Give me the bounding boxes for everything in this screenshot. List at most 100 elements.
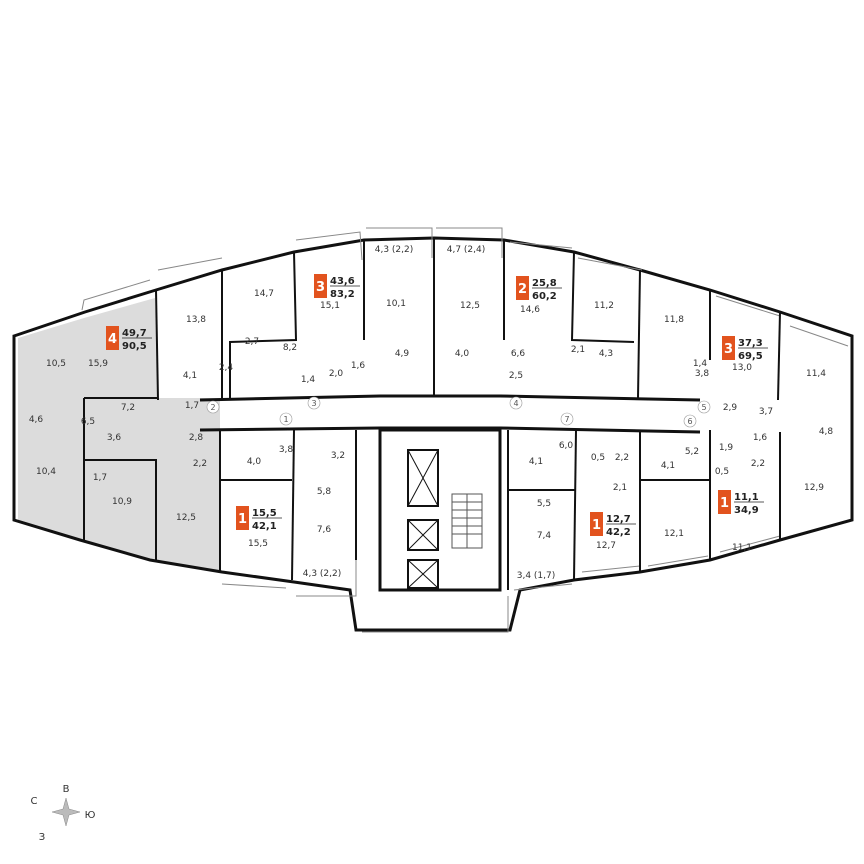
living-area: 37,3 — [738, 338, 763, 349]
total-area: 42,2 — [606, 527, 631, 538]
room-area-label: 1,4 — [693, 359, 708, 369]
living-area: 25,8 — [532, 278, 557, 289]
room-area-label: 2,4 — [219, 363, 234, 373]
room-count-box — [314, 274, 327, 298]
partitions — [83, 238, 781, 590]
living-area: 11,1 — [734, 492, 759, 503]
room-area-label: 3,8 — [279, 445, 294, 455]
room-area-label: 6,6 — [511, 349, 526, 359]
room-area-label: 4,1 — [183, 371, 197, 381]
room-area-label: 2,7 — [245, 337, 259, 347]
total-area: 60,2 — [532, 291, 557, 302]
room-area-label: 4,8 — [819, 427, 834, 437]
corridor-door-marker — [509, 396, 523, 410]
room-area-label: 7,4 — [537, 531, 552, 541]
room-area-label: 2,8 — [189, 433, 204, 443]
living-area: 49,7 — [122, 328, 147, 339]
room-area-label: 14,6 — [520, 305, 540, 315]
compass-north: С — [31, 796, 38, 807]
room-area-label: 3,7 — [759, 407, 773, 417]
room-area-label: 3,6 — [107, 433, 122, 443]
living-area: 12,7 — [606, 514, 631, 525]
apartment-4-highlight — [18, 298, 220, 572]
room-area-label: 4,1 — [661, 461, 675, 471]
elevator-3 — [407, 559, 439, 589]
corridor-door-marker — [697, 400, 711, 414]
apartment-badge-apt-1-mid[interactable]: 1 12,7 42,2 — [590, 512, 636, 538]
room-area-label: 11,4 — [806, 369, 826, 379]
room-area-label: 15,1 — [320, 301, 340, 311]
room-area-label: 12,5 — [176, 513, 196, 523]
room-area-label: 5,8 — [317, 487, 332, 497]
room-area-label: 6,5 — [81, 417, 95, 427]
room-area-label: 2,1 — [613, 483, 627, 493]
room-area-label: 10,4 — [36, 467, 56, 477]
room-count-box — [722, 336, 735, 360]
room-area-label: 0,5 — [591, 453, 605, 463]
room-area-label: 4,0 — [455, 349, 470, 359]
room-count: 1 — [720, 496, 729, 511]
room-area-label: 4,1 — [529, 457, 543, 467]
room-area-label: 6,0 — [559, 441, 574, 451]
room-area-label: 4,9 — [395, 349, 410, 359]
room-area-label: 1,9 — [719, 443, 734, 453]
compass-east: В — [63, 784, 70, 795]
corridor-door-number: 4 — [513, 399, 518, 408]
room-area-label: 2,5 — [509, 371, 523, 381]
room-area-label: 13,0 — [732, 363, 752, 373]
room-area-label: 12,9 — [804, 483, 824, 493]
apartment-badge-apt-3-right[interactable]: 3 37,3 69,5 — [722, 336, 768, 362]
compass-west: З — [39, 832, 45, 843]
room-area-label: 3,4 (1,7) — [517, 571, 556, 581]
room-count-box — [590, 512, 603, 536]
room-count-box — [106, 326, 119, 350]
apartment-badge-apt-2[interactable]: 2 25,8 60,2 — [516, 276, 562, 302]
compass-south: Ю — [85, 810, 96, 821]
room-area-label: 15,9 — [88, 359, 108, 369]
room-area-label: 1,4 — [301, 375, 316, 385]
room-area-label: 7,2 — [121, 403, 135, 413]
compass-rose-icon — [51, 797, 81, 827]
living-area: 43,6 — [330, 276, 355, 287]
room-area-label: 2,2 — [193, 459, 207, 469]
corridor-door-marker — [307, 396, 321, 410]
room-area-label: 0,5 — [715, 467, 729, 477]
corridor-door-number: 1 — [283, 415, 288, 424]
room-count-box — [516, 276, 529, 300]
room-area-label: 15,5 — [248, 539, 268, 549]
room-count: 2 — [518, 282, 527, 297]
corridor-door-marker — [206, 400, 220, 414]
room-area-label: 4,0 — [247, 457, 262, 467]
balcony-outline — [81, 227, 849, 347]
corridor-door-number: 7 — [564, 415, 569, 424]
room-area-label: 5,5 — [537, 499, 551, 509]
room-area-label: 10,9 — [112, 497, 132, 507]
room-area-label: 3,8 — [695, 369, 710, 379]
corridor-door-marker — [560, 412, 574, 426]
corridor — [199, 394, 701, 434]
room-area-label: 2,2 — [615, 453, 629, 463]
total-area: 69,5 — [738, 351, 763, 362]
corridor-door-marker — [683, 414, 697, 428]
living-area: 15,5 — [252, 508, 277, 519]
balcony-outline-bottom — [221, 535, 781, 633]
room-area-label: 4,3 — [599, 349, 613, 359]
room-area-label: 11,1 — [732, 543, 752, 553]
room-area-label: 2,1 — [571, 345, 585, 355]
corridor-door-number: 2 — [210, 403, 215, 412]
room-area-label: 7,6 — [317, 525, 332, 535]
room-count: 3 — [724, 342, 733, 357]
room-area-label: 2,0 — [329, 369, 344, 379]
apartment-badge-apt-1-right[interactable]: 1 11,1 34,9 — [718, 490, 764, 516]
elevator-2 — [407, 519, 439, 551]
total-area: 34,9 — [734, 505, 759, 516]
corridor-door-number: 5 — [701, 403, 706, 412]
room-count: 1 — [592, 518, 601, 533]
room-area-label: 1,7 — [93, 473, 107, 483]
core — [378, 428, 502, 592]
